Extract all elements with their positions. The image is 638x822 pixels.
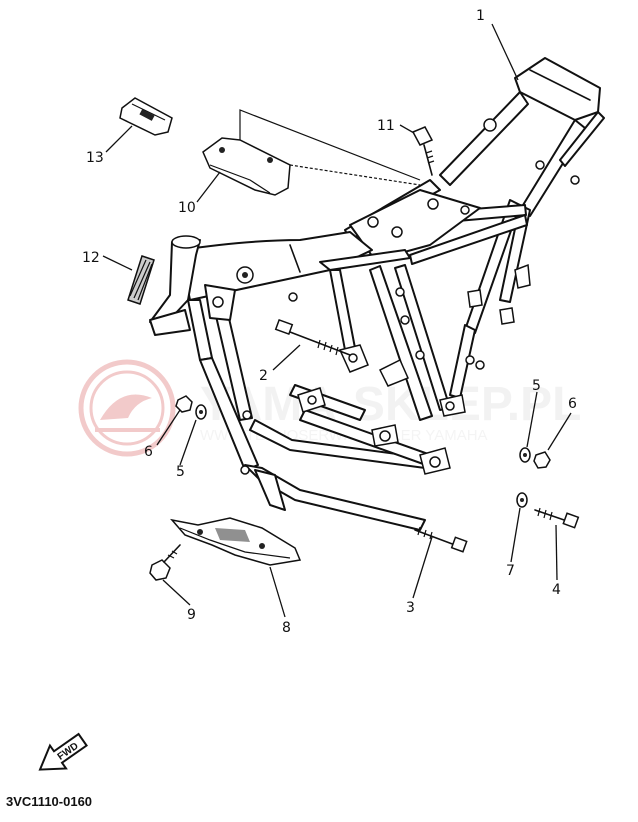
callout-12: 12 bbox=[82, 250, 100, 266]
part-13-cover bbox=[119, 97, 173, 136]
callout-2: 2 bbox=[259, 368, 268, 384]
watermark-text: YAMA-SKLEP.PL bbox=[200, 378, 581, 431]
callout-8: 8 bbox=[282, 620, 291, 636]
part-6-nut-right bbox=[533, 451, 551, 469]
callout-7: 7 bbox=[506, 563, 515, 579]
callout-5-right: 5 bbox=[532, 378, 541, 394]
part-11-bolt bbox=[411, 126, 435, 176]
callout-3: 3 bbox=[406, 600, 415, 616]
callout-10: 10 bbox=[178, 200, 196, 216]
part-6-nut-left bbox=[175, 395, 193, 413]
callout-11: 11 bbox=[377, 118, 395, 134]
part-2-bolt bbox=[274, 318, 351, 356]
callout-6-right: 6 bbox=[568, 396, 577, 412]
part-10-cover bbox=[202, 109, 421, 196]
callout-5-left: 5 bbox=[176, 464, 185, 480]
callout-6-left: 6 bbox=[144, 444, 153, 460]
callout-9: 9 bbox=[187, 607, 196, 623]
callouts: 1 11 13 10 12 2 6 5 5 6 7 4 3 8 9 bbox=[82, 8, 577, 636]
part-9-bolt bbox=[149, 544, 181, 581]
watermark-logo bbox=[78, 359, 176, 457]
part-4-bolt bbox=[534, 507, 580, 529]
callout-1: 1 bbox=[476, 8, 485, 24]
part-7-washer bbox=[516, 492, 528, 508]
part-8-skid-plate bbox=[170, 517, 302, 566]
part-12-label bbox=[127, 255, 155, 305]
part-3-bolt bbox=[414, 526, 468, 553]
document-code: 3VC1110-0160 bbox=[6, 794, 93, 809]
callout-4: 4 bbox=[552, 582, 561, 598]
leader-lines bbox=[102, 23, 572, 618]
frame-assembly bbox=[149, 57, 605, 531]
part-5-washer-left bbox=[195, 404, 207, 420]
part-5-washer-right bbox=[519, 447, 531, 463]
fwd-arrow-icon: FWD bbox=[38, 732, 88, 771]
callout-13: 13 bbox=[86, 150, 104, 166]
